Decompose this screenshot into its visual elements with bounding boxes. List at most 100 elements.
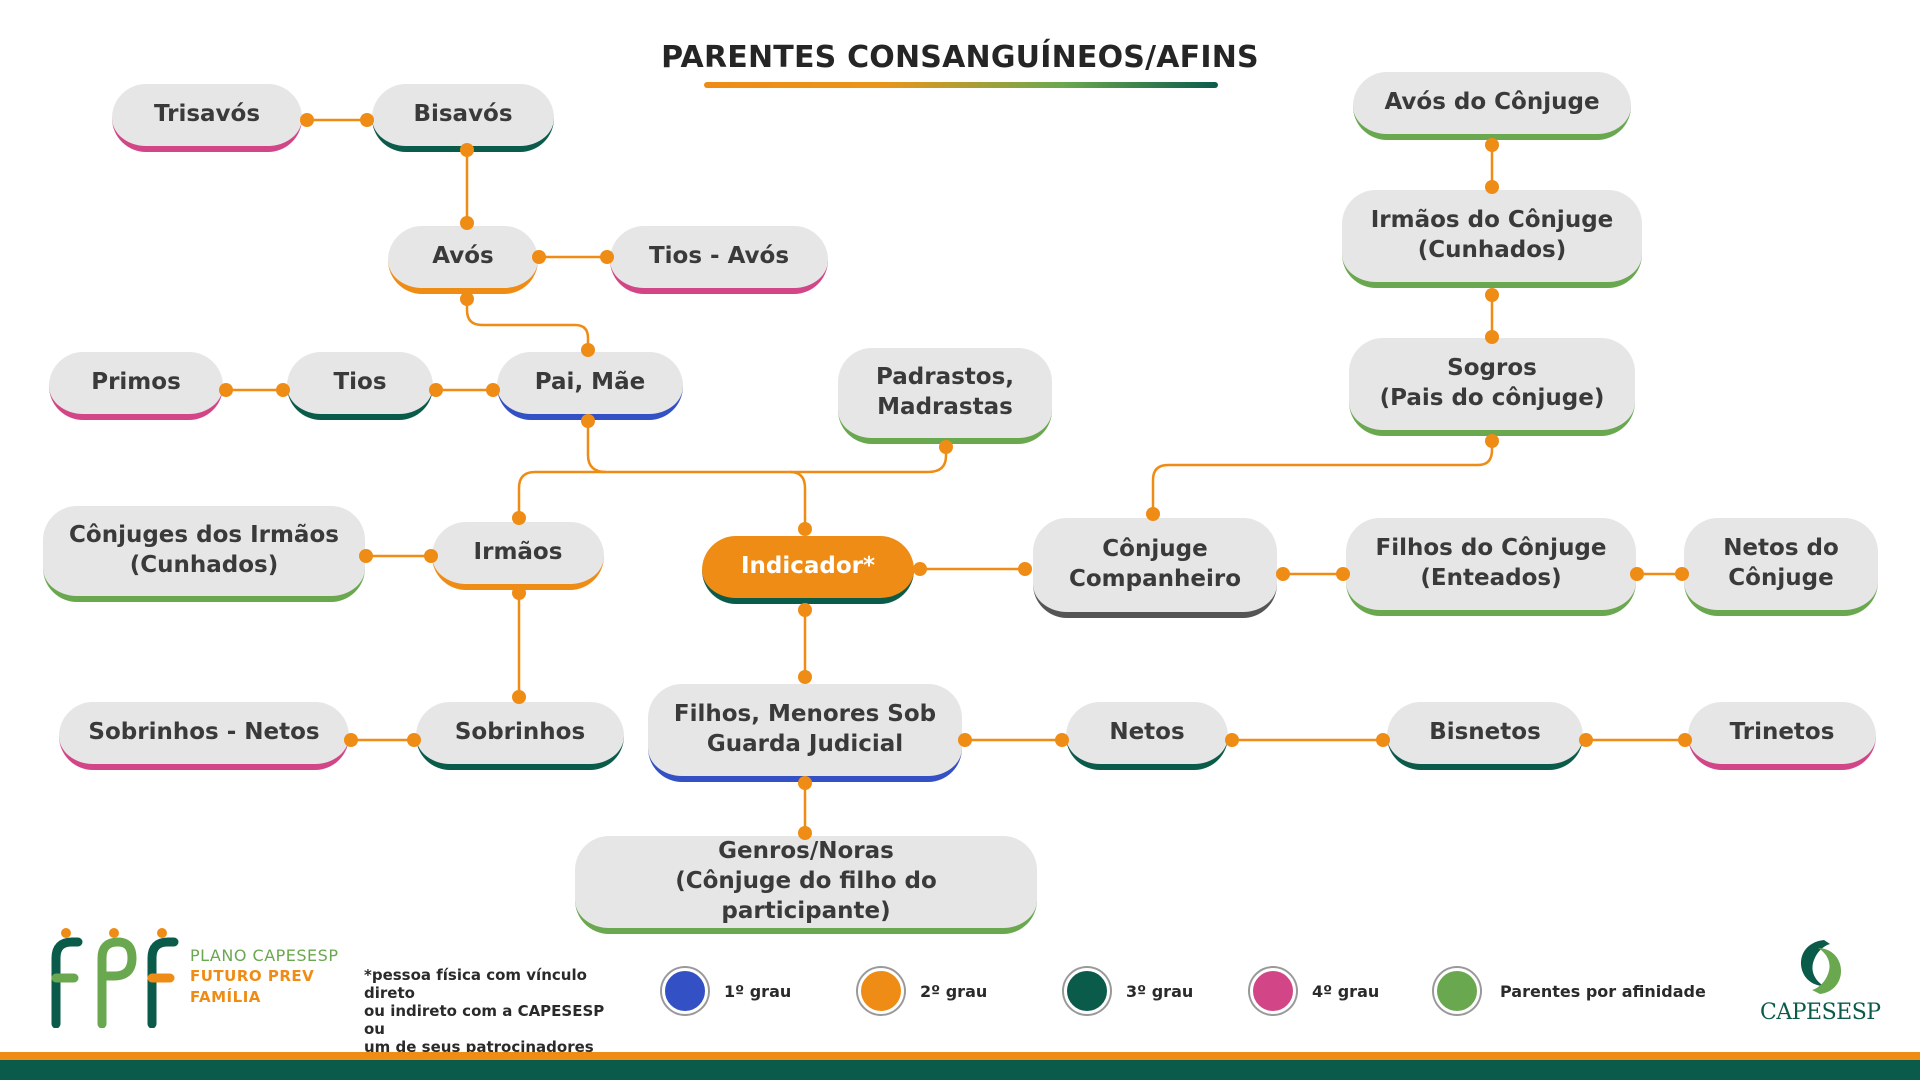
connector-dot xyxy=(1678,733,1692,747)
connector-dot xyxy=(512,690,526,704)
connector-dot xyxy=(600,250,614,264)
connector-dot xyxy=(1485,288,1499,302)
legend-item-grau2: 2º grau xyxy=(858,968,987,1014)
footer-band-orange xyxy=(0,1052,1920,1060)
node-padrastos: Padrastos, Madrastas xyxy=(838,348,1052,444)
connector-dot xyxy=(429,383,443,397)
node-tios: Tios xyxy=(287,352,433,420)
connector-dot xyxy=(581,343,595,357)
connector-dot xyxy=(532,250,546,264)
legend-swatch xyxy=(662,968,708,1014)
node-bisnetos: Bisnetos xyxy=(1387,702,1583,770)
connector-dot xyxy=(1146,507,1160,521)
connector-dot xyxy=(300,113,314,127)
link-avos-paimae xyxy=(465,299,590,350)
legend-swatch xyxy=(1434,968,1480,1014)
connector-dot xyxy=(798,603,812,617)
node-filhos-conjuge: Filhos do Cônjuge (Enteados) xyxy=(1346,518,1636,616)
node-trisavos: Trisavós xyxy=(112,84,302,152)
connector-dot xyxy=(1276,567,1290,581)
connector-dot xyxy=(798,776,812,790)
title-underline xyxy=(704,82,1218,88)
link-branch-irmaos xyxy=(517,470,606,518)
node-netos-conjuge: Netos do Cônjuge xyxy=(1684,518,1878,616)
connector-dot xyxy=(1485,180,1499,194)
connector-dot xyxy=(460,292,474,306)
connector-dot xyxy=(1675,567,1689,581)
connector-dot xyxy=(276,383,290,397)
connector-dot xyxy=(1225,733,1239,747)
capesesp-brand-name: CAPESESP xyxy=(1760,1000,1881,1025)
node-avos: Avós xyxy=(388,226,538,294)
legend-swatch xyxy=(1250,968,1296,1014)
legend-swatch xyxy=(858,968,904,1014)
node-netos: Netos xyxy=(1066,702,1228,770)
node-indicador: Indicador* xyxy=(702,536,914,604)
connector-dot xyxy=(1055,733,1069,747)
connector-dot xyxy=(1630,567,1644,581)
legend-item-afinidade: Parentes por afinidade xyxy=(1434,968,1706,1014)
plan-name-line1: PLANO CAPESESP xyxy=(190,946,339,965)
link-branch-padrastos xyxy=(790,447,948,474)
connector-dot xyxy=(1336,567,1350,581)
node-pai-mae: Pai, Mãe xyxy=(497,352,683,420)
node-avos-conjuge: Avós do Cônjuge xyxy=(1353,72,1631,140)
connector-dot xyxy=(1485,330,1499,344)
connector-dot xyxy=(1485,434,1499,448)
connector-dot xyxy=(219,383,233,397)
plan-name-line3: FAMÍLIA xyxy=(190,988,261,1006)
capesesp-logo-icon xyxy=(1800,940,1842,994)
legend-item-grau3: 3º grau xyxy=(1064,968,1193,1014)
connector-dot xyxy=(359,549,373,563)
connector-dot xyxy=(460,143,474,157)
legend-label: 4º grau xyxy=(1312,981,1380,1001)
connector-dot xyxy=(407,733,421,747)
node-genros: Genros/Noras (Cônjuge do filho do partic… xyxy=(575,836,1037,934)
node-bisavos: Bisavós xyxy=(372,84,554,152)
connector-dot xyxy=(1018,562,1032,576)
node-irmaos-conjuge: Irmãos do Cônjuge (Cunhados) xyxy=(1342,190,1642,288)
connector-dot xyxy=(798,826,812,840)
node-trinetos: Trinetos xyxy=(1688,702,1876,770)
connector-dot xyxy=(424,549,438,563)
legend-item-grau1: 1º grau xyxy=(662,968,791,1014)
connector-dot xyxy=(939,440,953,454)
plan-name-line2: FUTURO PREV xyxy=(190,967,315,985)
legend-swatch xyxy=(1064,968,1110,1014)
connector-dot xyxy=(1485,138,1499,152)
connector-dot xyxy=(344,733,358,747)
connector-dot xyxy=(798,522,812,536)
connector-dot xyxy=(581,414,595,428)
legend-label: 3º grau xyxy=(1126,981,1194,1001)
legend-item-grau4: 4º grau xyxy=(1250,968,1379,1014)
connector-dot xyxy=(486,383,500,397)
link-conjuge-sogros xyxy=(1151,441,1494,514)
connector-dot xyxy=(1376,733,1390,747)
fpf-logo-icon xyxy=(51,928,179,1028)
connector-dot xyxy=(460,216,474,230)
page-title: PARENTES CONSANGUÍNEOS/AFINS xyxy=(661,40,1259,75)
legend-label: 1º grau xyxy=(724,981,792,1001)
footnote: *pessoa física com vínculo direto ou ind… xyxy=(364,966,605,1056)
node-sobrinhos-netos: Sobrinhos - Netos xyxy=(59,702,349,770)
connector-dot xyxy=(1579,733,1593,747)
node-primos: Primos xyxy=(49,352,223,420)
link-paimae-indicador xyxy=(586,421,807,529)
connector-dot xyxy=(512,586,526,600)
connector-dot xyxy=(913,562,927,576)
connector-dot xyxy=(798,670,812,684)
connector-dot xyxy=(512,511,526,525)
node-filhos: Filhos, Menores Sob Guarda Judicial xyxy=(648,684,962,782)
node-conjuges-irmaos: Cônjuges dos Irmãos (Cunhados) xyxy=(43,506,365,602)
node-conjuge: Cônjuge Companheiro xyxy=(1033,518,1277,618)
legend-label: Parentes por afinidade xyxy=(1500,981,1706,1001)
node-sobrinhos: Sobrinhos xyxy=(416,702,624,770)
node-tios-avos: Tios - Avós xyxy=(610,226,828,294)
node-irmaos: Irmãos xyxy=(432,522,604,590)
connector-dot xyxy=(958,733,972,747)
node-sogros: Sogros (Pais do cônjuge) xyxy=(1349,338,1635,436)
footer-band-green xyxy=(0,1060,1920,1080)
connector-dot xyxy=(360,113,374,127)
legend-label: 2º grau xyxy=(920,981,988,1001)
